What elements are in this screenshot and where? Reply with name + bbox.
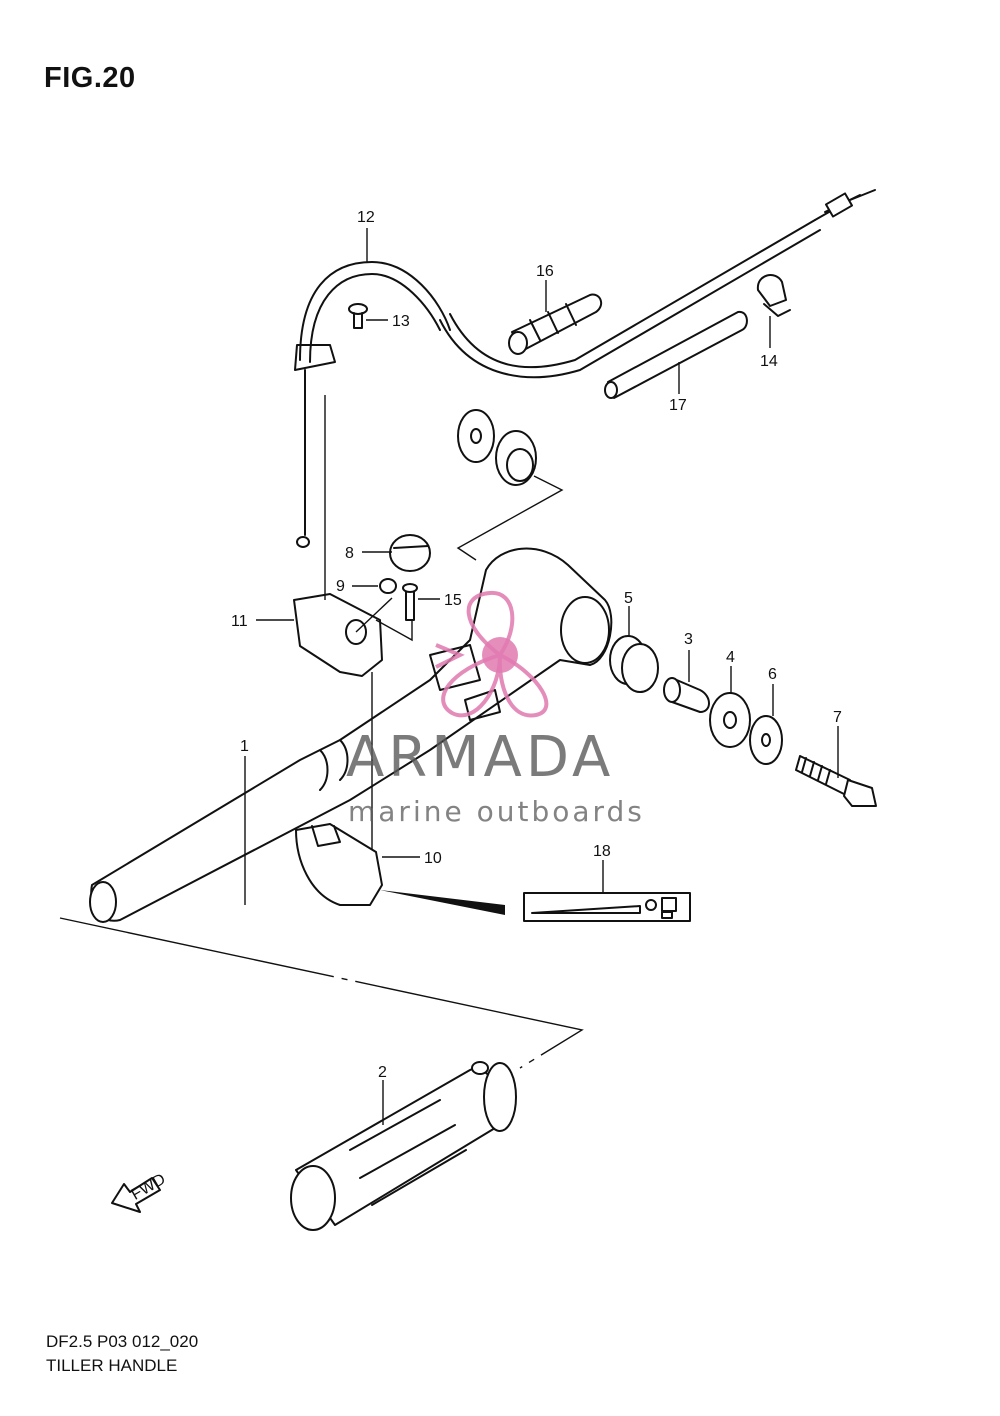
collar-3 xyxy=(663,677,710,713)
callout-5: 5 xyxy=(624,590,633,607)
tube-17 xyxy=(604,310,748,399)
callout-7: 7 xyxy=(833,709,842,726)
callout-15: 15 xyxy=(444,592,462,609)
grip-sleeve-16 xyxy=(508,293,603,355)
nut-9 xyxy=(379,578,397,594)
throttle-cable xyxy=(294,189,876,548)
callout-6: 6 xyxy=(768,666,777,683)
cable-clamp-14 xyxy=(756,274,791,317)
washer-upper xyxy=(457,409,495,463)
callout-4: 4 xyxy=(726,649,735,666)
bolt-7 xyxy=(795,755,877,807)
callout-8: 8 xyxy=(345,545,354,562)
figure-footer: DF2.5 P03 012_020 TILLER HANDLE xyxy=(46,1330,198,1378)
callout-16: 16 xyxy=(536,263,554,280)
callout-10: 10 xyxy=(424,850,442,867)
callout-9: 9 xyxy=(336,578,345,595)
screw-13 xyxy=(348,303,368,329)
bushing-upper xyxy=(495,430,537,486)
figure-code: DF2.5 P03 012_020 xyxy=(46,1332,199,1351)
fwd-label: FWD xyxy=(128,1171,168,1204)
callout-13: 13 xyxy=(392,313,410,330)
decal-18 xyxy=(523,892,691,922)
adjust-knob-8 xyxy=(389,534,431,572)
washer-6 xyxy=(749,715,783,765)
callout-18: 18 xyxy=(593,843,611,860)
washer-4 xyxy=(709,692,751,748)
callouts: 1 2 3 4 5 6 7 8 9 10 11 12 13 14 15 16 1 xyxy=(231,209,842,1125)
clamp-lower-10 xyxy=(295,823,383,906)
callout-17: 17 xyxy=(669,397,687,414)
figure-name: TILLER HANDLE xyxy=(46,1356,178,1375)
callout-14: 14 xyxy=(760,353,778,370)
callout-11: 11 xyxy=(231,613,248,630)
callout-3: 3 xyxy=(684,631,693,648)
screw-15 xyxy=(402,583,418,621)
callout-2: 2 xyxy=(378,1064,387,1081)
clamp-upper-11 xyxy=(293,593,413,677)
callout-1: 1 xyxy=(240,738,249,755)
callout-12: 12 xyxy=(357,209,375,226)
figure-title: FIG.20 xyxy=(44,62,136,94)
fwd-arrow-icon: FWD xyxy=(111,1171,168,1213)
throttle-grip-2 xyxy=(290,1061,517,1231)
bushing-5 xyxy=(609,635,659,693)
